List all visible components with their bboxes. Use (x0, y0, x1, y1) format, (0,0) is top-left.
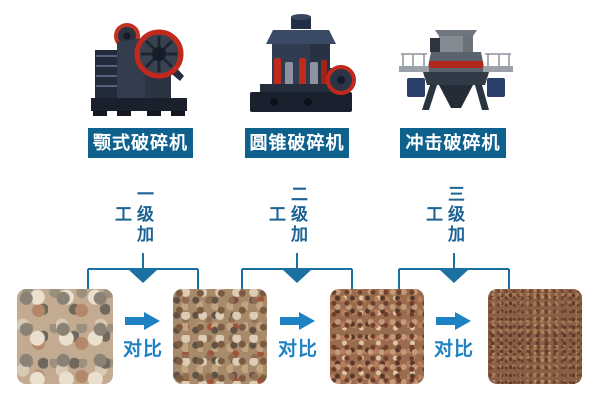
compare-arrow-icon (280, 312, 315, 330)
compare-label: 对比 (433, 339, 474, 360)
stage-text-primary: 一级加工 (112, 185, 153, 245)
machine-label-cone-crusher: 圆锥破碎机 (245, 128, 349, 158)
compare-group-3: 对比 (422, 311, 486, 361)
cone-crusher-image (250, 14, 356, 112)
compare-group-1: 对比 (111, 311, 175, 361)
down-arrow-icon (283, 270, 311, 283)
compare-label: 对比 (277, 339, 318, 360)
jaw-crusher-image (91, 23, 187, 116)
compare-arrow-icon (125, 312, 160, 330)
stage-text-tertiary: 三级加工 (423, 185, 464, 245)
machine-label-jaw-crusher: 颚式破碎机 (88, 128, 193, 158)
compare-label: 对比 (122, 339, 163, 360)
material-photo-fine-crushed-gravel (330, 289, 424, 384)
down-arrow-icon (440, 270, 468, 283)
impact-crusher-image (399, 30, 513, 110)
material-photo-medium-crushed-gravel (173, 289, 267, 384)
material-photo-coarse-crushed-stone (17, 289, 113, 384)
stage-text-secondary: 二级加工 (266, 185, 307, 245)
compare-arrow-icon (436, 312, 471, 330)
machine-label-impact-crusher: 冲击破碎机 (400, 128, 506, 158)
down-arrow-icon (129, 270, 157, 283)
compare-group-2: 对比 (266, 311, 330, 361)
material-photo-machine-made-sand (488, 289, 582, 384)
